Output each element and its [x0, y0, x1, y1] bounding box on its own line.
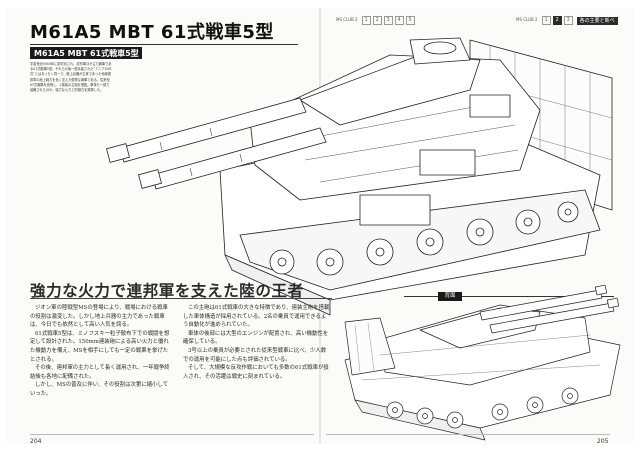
- chapter-nav-left: MS CLUB 2 1 2 3 4 5: [336, 16, 415, 25]
- article-headline: 強力な火力で連邦軍を支えた陸の王者: [30, 281, 304, 300]
- chapter-nav-label: MS CLUB 2: [336, 17, 358, 23]
- chapter-nav-box[interactable]: 5: [405, 16, 415, 25]
- body-paragraph: しかし、MSの普及に伴い、その役割は次第に縮小していった。: [30, 382, 169, 397]
- chapter-nav-label: MS CLUB 2: [516, 17, 538, 23]
- body-column-1: ジオン軍の陸戦型MSの登場により、戦場における戦車の役割は激変した。しかし地上兵…: [30, 304, 172, 424]
- chapter-nav-box[interactable]: 1: [361, 16, 371, 25]
- section-label: M61A5 MBT 61式戦車5型: [34, 49, 139, 58]
- chapter-nav-box[interactable]: 3: [383, 16, 393, 25]
- body-paragraph: 61式戦車5型は、ミノフスキー粒子散布下での戦闘を想定して設計された。150mm…: [30, 330, 170, 363]
- chapter-nav-box[interactable]: 4: [394, 16, 404, 25]
- body-paragraph: その後、連邦軍の主力として長く運用され、一年戦争終結後も各地に配備された。: [30, 365, 170, 380]
- body-paragraph: 3号以上の乗員が必要とされた従来型戦車に比べ、少人数での運用を可能にした点も評価…: [183, 347, 327, 363]
- body-column-2: この主砲は61式戦車の大きな特徴であり、連装主砲を搭載した車体構造が採用されてい…: [183, 304, 331, 424]
- body-paragraph: 車体の後部には大型のエンジンが配置され、高い機動性を確保している。: [183, 330, 329, 346]
- page-number-right: 205: [597, 438, 609, 445]
- rear-view-label: 背面: [438, 292, 462, 301]
- body-paragraph: そして、大規模な反攻作戦においても多数の61式戦車が投入され、その活躍は戦史に刻…: [183, 365, 329, 380]
- headline-rule: [30, 298, 332, 299]
- section-label-box: M61A5 MBT 61式戦車5型: [30, 47, 142, 59]
- title-rule: [30, 44, 298, 45]
- page-number-left: 204: [30, 438, 42, 445]
- body-paragraph: この主砲は61式戦車の大きな特徴であり、連装主砲を搭載した車体構造が採用されてい…: [183, 305, 330, 329]
- intro-text: 宇宙世紀0080年に制式化され、試作車ほか主力戦車である61式戦車5型。それらの…: [30, 62, 112, 93]
- footer-rule-left: [30, 434, 314, 435]
- chapter-nav-box-active[interactable]: 2: [552, 16, 562, 25]
- chapter-nav-box[interactable]: 3: [563, 16, 573, 25]
- footer-rule-right: [326, 434, 610, 435]
- chapter-nav-tag: 各の主要と新べ: [576, 16, 618, 25]
- chapter-nav-right: MS CLUB 2 1 2 3 各の主要と新べ: [516, 16, 618, 25]
- rear-view-rule: [404, 296, 614, 297]
- chapter-nav-box[interactable]: 1: [541, 16, 551, 25]
- body-paragraph: ジオン軍の陸戦型MSの登場により、戦場における戦車の役割は激変した。しかし地上兵…: [30, 305, 168, 329]
- chapter-nav-box[interactable]: 2: [372, 16, 382, 25]
- page-title: M61A5 MBT 61式戦車5型: [30, 22, 274, 43]
